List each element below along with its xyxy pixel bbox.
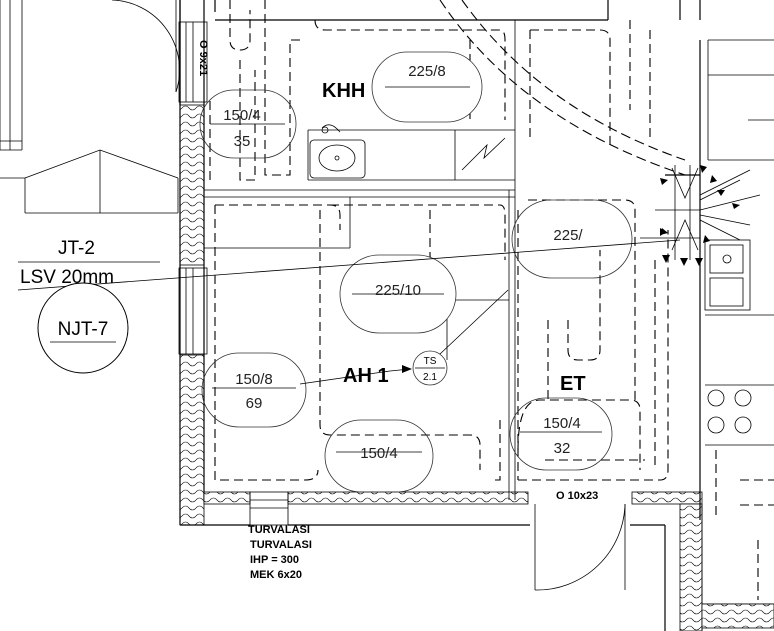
circuit-150-4-c [324,419,434,493]
circuit-labels: 225/8 150/4 35 225/ 225/10 150/8 69 150/… [199,51,633,493]
circuit-label: 225/ [553,227,583,244]
left-wall [178,0,208,526]
circuit-label: 225/10 [375,282,421,299]
exterior-terrace [0,0,179,214]
interior-walls [204,20,516,500]
curved-dashed-lines [439,0,686,176]
thermostat-value: 2.1 [423,372,437,383]
pipe-callout: JT-2 LSV 20mm NJT-7 [17,238,681,374]
heating-pipe-loops [209,0,669,481]
door-size-label: O 10x23 [556,490,598,502]
callout-tag-circle [37,282,129,374]
circuit-label: 225/8 [408,63,446,80]
thermostat-label: TS [424,356,437,367]
circuit-label: 150/4 [223,107,261,124]
circuit-label: 150/4 [360,445,398,462]
callout-line2: LSV 20mm [20,267,114,288]
circuit-value: 35 [234,133,251,150]
bottom-wall [180,491,774,631]
circuit-label: 150/4 [543,415,581,432]
bottom-door-swing [534,503,626,591]
room-name-et: ET [560,373,586,395]
thermostat-symbol: TS 2.1 [389,289,509,386]
opening-labels: O 9x21 O 10x23 [197,40,598,502]
circuit-150-8 [201,352,307,428]
circuit-value: 69 [246,395,263,412]
circuit-150-4-b [509,397,613,471]
room-labels: KHH AH 1 ET [299,80,586,395]
room-name-khh: KHH [322,80,365,102]
callout-tag: NJT-7 [58,319,109,340]
note-line: IHP = 300 [250,554,299,566]
window-size-label: O 9x21 [197,40,209,76]
circuit-label: 150/8 [235,371,273,388]
top-wall [214,0,701,21]
sink-fixture [309,124,366,179]
note-line: TURVALASI [250,539,312,551]
right-kitchen-units [699,39,774,600]
exterior-door-swing [111,0,180,93]
circuit-225 [511,199,633,279]
room-name-ah1: AH 1 [343,365,389,387]
circuit-150-4-a [199,89,297,159]
note-line: MEK 6x20 [250,569,302,581]
callout-line1: JT-2 [58,238,95,259]
note-line: TURVALASI [248,524,310,536]
circuit-value: 32 [554,440,571,457]
glazing-notes: TURVALASI TURVALASI IHP = 300 MEK 6x20 [248,524,312,581]
